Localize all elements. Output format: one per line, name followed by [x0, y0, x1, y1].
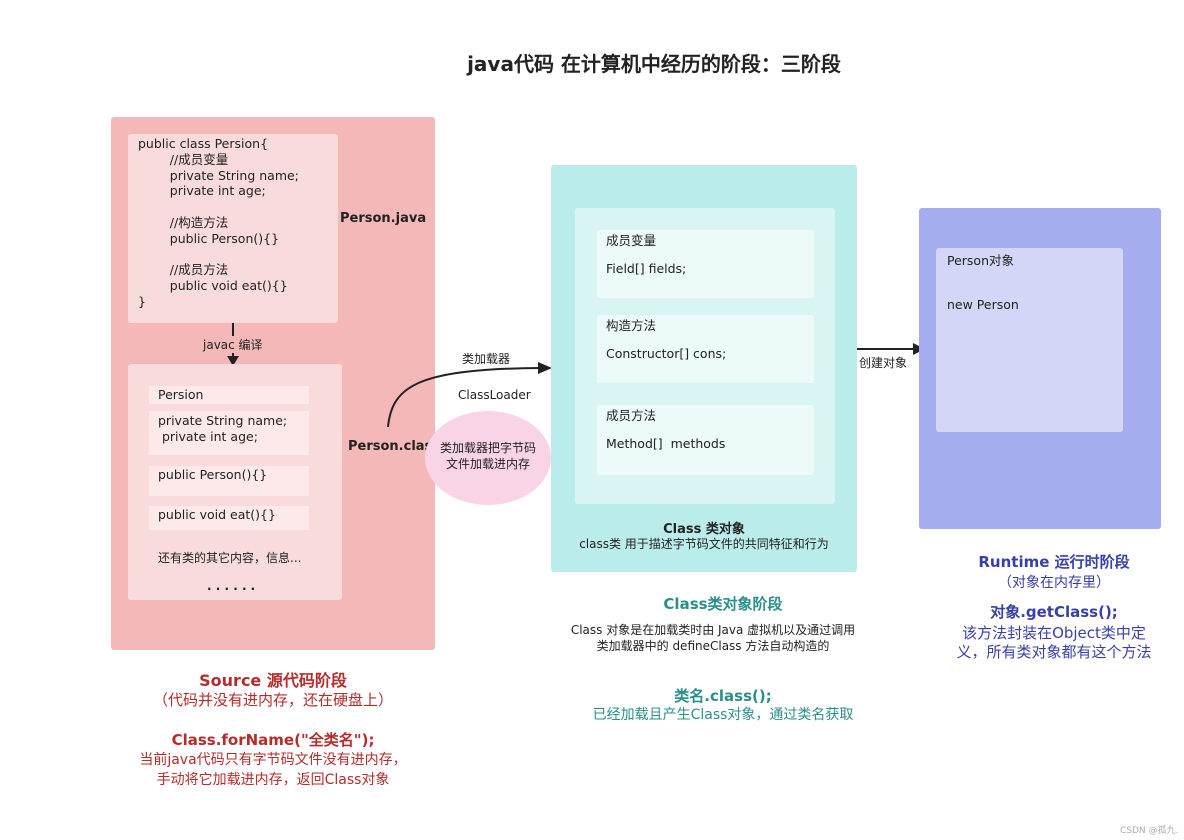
getclass-method: 对象.getClass(); [990, 603, 1118, 621]
class-item-fields: private String name; private int age; [149, 411, 309, 455]
person-object-heading: Person对象 [947, 253, 1015, 268]
code-line [138, 247, 338, 263]
code-line: private int age; [138, 183, 266, 199]
code-line: //构造方法 [138, 214, 229, 230]
getclass-desc-1: 该方法封装在Object类中定 [962, 624, 1146, 642]
classloader-top-label: 类加载器 [462, 352, 511, 366]
class-constructors-box: 构造方法 Constructor[] cons; [597, 315, 814, 383]
classloader-name: ClassLoader [458, 388, 531, 402]
ellipse-line-1: 类加载器把字节码 [439, 441, 536, 455]
class-item-method: public void eat(){} [149, 506, 309, 530]
methods-value: Method[] methods [606, 436, 726, 451]
person-java-label: Person.java [340, 211, 427, 226]
forname-desc-2: 手动将它加载进内存，返回Class对象 [156, 772, 390, 788]
person-class-label: Person.class [348, 439, 441, 454]
runtime-stage-subtitle: （对象在内存里） [998, 575, 1110, 591]
runtime-stage-title: Runtime 运行时阶段 [978, 553, 1130, 571]
ellipse-line-2: 文件加载进内存 [445, 456, 530, 471]
person-object-value: new Person [947, 297, 1019, 312]
class-method-desc: 已经加载且产生Class对象，通过类名获取 [592, 707, 854, 723]
class-fields-box: 成员变量 Field[] fields; [597, 230, 814, 298]
person-object-box: Person对象 new Person [936, 248, 1123, 432]
code-line: public class Persion{ [138, 136, 269, 151]
code-line: private String name; [138, 167, 299, 183]
javac-compile-label: javac 编译 [200, 336, 266, 353]
class-item-name: Persion [149, 386, 309, 404]
source-stage-title: Source 源代码阶段 [199, 671, 347, 690]
methods-heading: 成员方法 [606, 408, 657, 423]
class-method: 类名.class(); [674, 687, 772, 705]
class-other-content: 还有类的其它内容，信息... [158, 551, 302, 565]
code-line: public void eat(){} [138, 278, 288, 294]
forname-method: Class.forName("全类名"); [171, 731, 375, 749]
constructors-heading: 构造方法 [606, 318, 657, 333]
class-stage-title: Class类对象阶段 [663, 595, 783, 613]
class-stage-desc-1: Class 对象是在加载类时由 Java 虚拟机以及通过调用 [570, 623, 856, 637]
class-ellipsis: . . . . . . [207, 579, 256, 593]
class-object-desc: class类 用于描述字节码文件的共同特征和行为 [579, 537, 829, 551]
code-line: //成员变量 [138, 151, 229, 167]
getclass-desc-2: 义，所有类对象都有这个方法 [956, 643, 1152, 661]
forname-desc-1: 当前java代码只有字节码文件没有进内存， [139, 752, 407, 768]
class-stage-desc-2: 类加载器中的 defineClass 方法自动构造的 [596, 639, 830, 653]
code-line: public Person(){} [138, 230, 280, 246]
classloader-arrow [387, 362, 552, 428]
code-line: //成员方法 [138, 262, 229, 278]
class-object-title: Class 类对象 [663, 522, 745, 537]
code-line: } [138, 293, 146, 309]
fields-heading: 成员变量 [606, 233, 657, 248]
diagram-title: java代码 在计算机中经历的阶段：三阶段 [467, 52, 841, 76]
java-source-code-box: public class Persion{ //成员变量 private Str… [128, 134, 338, 323]
watermark: CSDN @孤九. [1120, 826, 1179, 836]
classloader-ellipse: 类加载器把字节码 文件加载进内存 [425, 411, 551, 505]
source-stage-subtitle: （代码并没有进内存，还在硬盘上） [152, 691, 393, 709]
class-item-constructor: public Person(){} [149, 466, 309, 496]
fields-value: Field[] fields; [606, 261, 687, 276]
code-line [138, 199, 338, 215]
create-object-label: 创建对象 [859, 356, 908, 370]
class-methods-box: 成员方法 Method[] methods [597, 405, 814, 475]
constructors-value: Constructor[] cons; [606, 346, 727, 361]
